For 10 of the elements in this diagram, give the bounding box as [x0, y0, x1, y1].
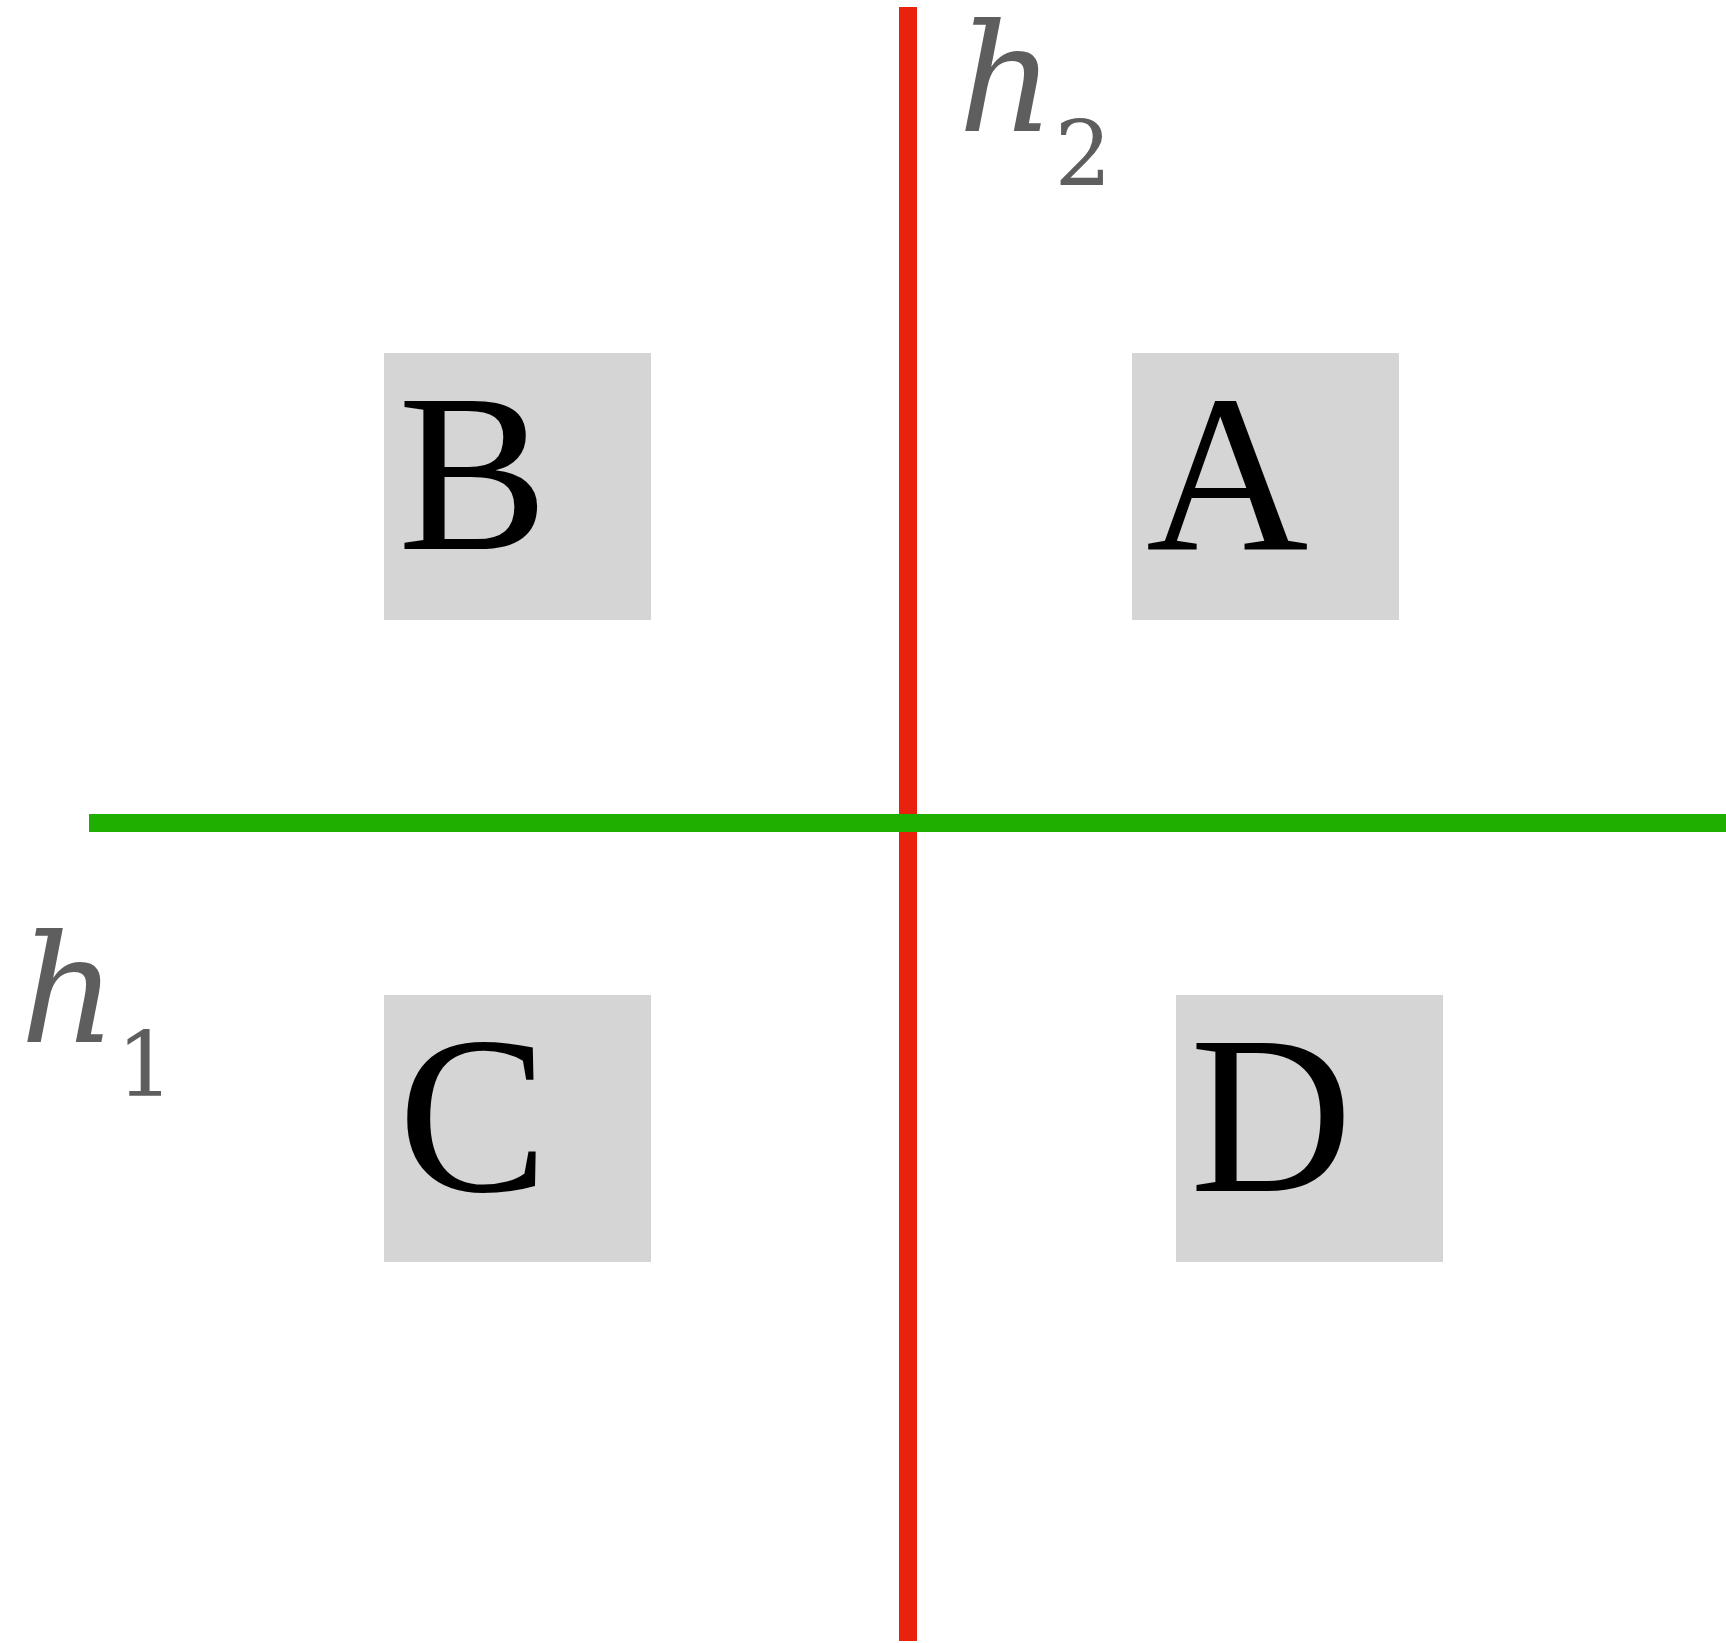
region-box — [384, 353, 651, 620]
region-letter: C — [398, 1003, 549, 1228]
line-label: h$_{2}$ — [958, 4, 1112, 199]
region-box — [1176, 995, 1443, 1262]
region-box — [384, 995, 651, 1262]
region-letter: A — [1146, 361, 1309, 586]
region-box — [1132, 353, 1399, 620]
region-letter: D — [1190, 1003, 1353, 1228]
line-label: h$_{1}$ — [20, 915, 174, 1110]
region-letter: B — [398, 361, 549, 586]
